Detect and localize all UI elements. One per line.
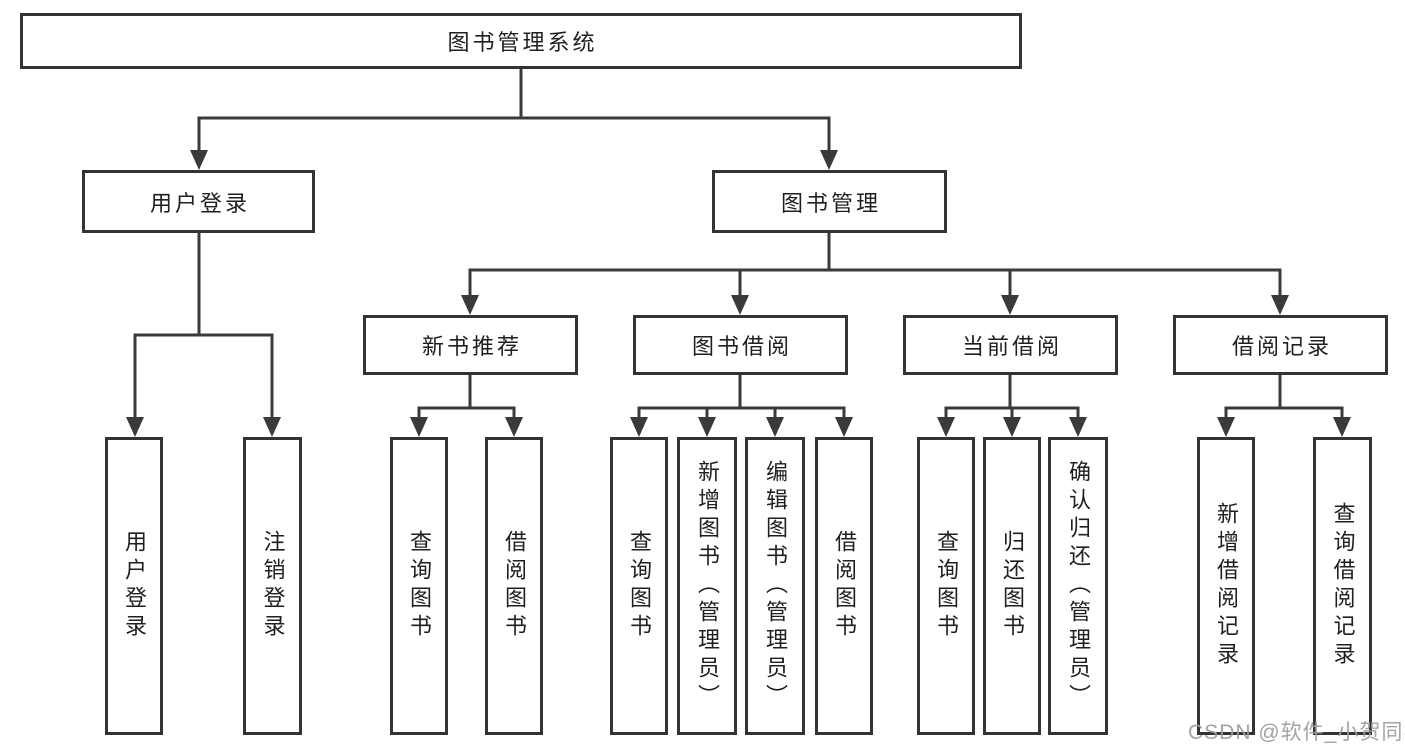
leaf-recommend-query-books: 查询图书 (390, 437, 448, 735)
node-current-borrow-label: 当前借阅 (961, 334, 1062, 359)
node-library-system: 图书管理系统 (20, 13, 1022, 69)
node-book-management: 图书管理 (712, 170, 947, 233)
csdn-watermark: CSDN @软件_小贺同学 (1188, 721, 1405, 744)
leaf-logout: 注销登录 (243, 437, 302, 735)
node-user-login-label: 用户登录 (149, 190, 250, 216)
node-new-book-recommend-label: 新书推荐 (421, 334, 522, 359)
leaf-borrow-query-books: 查询图书 (610, 437, 668, 735)
leaf-query-borrow-record-label: 查询借阅记录 (1330, 502, 1356, 670)
connector-book-management-children (468, 231, 1282, 299)
leaf-add-borrow-record-label: 新增借阅记录 (1214, 502, 1239, 670)
node-user-login: 用户登录 (82, 170, 315, 233)
leaf-recommend-borrow-books-label: 借阅图书 (502, 530, 527, 642)
node-book-management-label: 图书管理 (780, 190, 881, 216)
leaf-recommend-borrow-books: 借阅图书 (485, 437, 543, 735)
leaf-return-books-label: 归还图书 (1000, 530, 1025, 642)
connector-root-to-level2 (197, 67, 831, 154)
node-current-borrow: 当前借阅 (903, 315, 1118, 375)
leaf-query-borrow-record: 查询借阅记录 (1313, 437, 1372, 735)
node-borrow-records: 借阅记录 (1173, 315, 1388, 375)
connector-user-login-children (133, 231, 274, 421)
leaf-return-books: 归还图书 (983, 437, 1041, 735)
leaf-borrow-query-books-label: 查询图书 (627, 530, 652, 642)
node-library-system-label: 图书管理系统 (447, 30, 598, 55)
leaf-borrow-books-label: 借阅图书 (832, 530, 857, 642)
connector-current-borrow-children (944, 373, 1080, 421)
leaf-current-query-books-label: 查询图书 (934, 530, 959, 642)
leaf-user-login-label: 用户登录 (122, 530, 147, 642)
arrowheads (126, 150, 1351, 437)
leaf-edit-books-admin-label: 编辑图书（管理员） (763, 460, 788, 712)
leaf-logout-label: 注销登录 (260, 530, 286, 642)
leaf-confirm-return-admin: 确认归还（管理员） (1048, 437, 1108, 735)
node-new-book-recommend: 新书推荐 (363, 315, 578, 375)
leaf-recommend-query-books-label: 查询图书 (407, 530, 432, 642)
leaf-user-login: 用户登录 (105, 437, 163, 735)
leaf-current-query-books: 查询图书 (917, 437, 975, 735)
node-book-borrow: 图书借阅 (633, 315, 848, 375)
leaf-confirm-return-admin-label: 确认归还（管理员） (1066, 460, 1091, 712)
connector-book-borrow-children (637, 373, 846, 421)
leaf-borrow-books: 借阅图书 (815, 437, 873, 735)
connector-borrow-records-children (1224, 373, 1344, 421)
leaf-add-borrow-record: 新增借阅记录 (1197, 437, 1255, 735)
leaf-edit-books-admin: 编辑图书（管理员） (745, 437, 805, 735)
connector-new-book-children (417, 373, 516, 421)
node-borrow-records-label: 借阅记录 (1231, 334, 1332, 359)
leaf-add-books-admin-label: 新增图书（管理员） (695, 460, 720, 712)
leaf-add-books-admin: 新增图书（管理员） (677, 437, 737, 735)
node-book-borrow-label: 图书借阅 (691, 334, 792, 359)
